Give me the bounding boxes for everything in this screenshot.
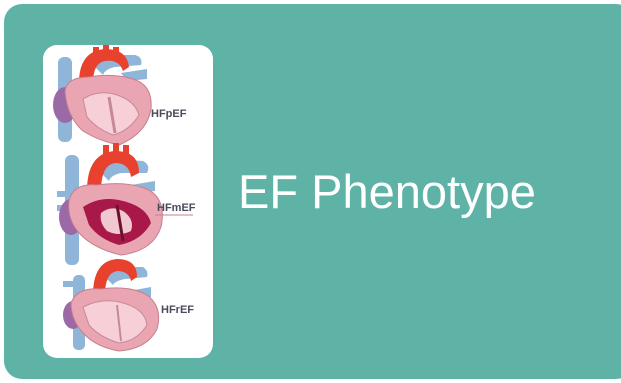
hfmef-label: HFmEF xyxy=(157,202,196,214)
heart-hfpef-icon: HFpEF xyxy=(53,45,187,145)
hfref-label: HFrEF xyxy=(161,304,194,316)
heart-hfmef-icon: HFmEF xyxy=(57,143,196,265)
hfpef-label: HFpEF xyxy=(151,108,187,120)
heart-illustration: HFpEF HFmEF xyxy=(43,45,213,358)
heart-illustration-card: HFpEF HFmEF xyxy=(43,45,213,358)
page-title: EF Phenotype xyxy=(238,164,536,220)
heart-hfref-icon: HFrEF xyxy=(63,259,194,351)
